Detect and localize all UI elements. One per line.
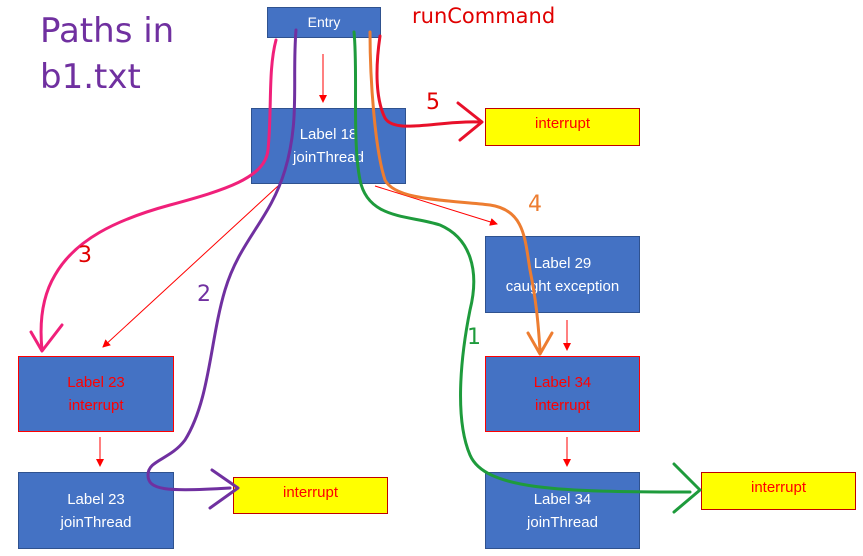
label18-node: Label 18 joinThread — [251, 108, 406, 184]
interrupt-terminal-right: interrupt — [701, 472, 856, 510]
path-number-4: 4 — [528, 192, 542, 217]
label34-interrupt-node: Label 34 interrupt — [485, 356, 640, 432]
path-5-arrowhead — [456, 101, 484, 142]
entry-node: Entry — [267, 7, 381, 38]
path-number-2: 2 — [197, 282, 211, 307]
label18-line1: Label 18 — [299, 126, 358, 143]
path-1-arrowhead — [672, 462, 702, 514]
label29-line1: Label 29 — [533, 254, 592, 272]
label34-interrupt-line1: Label 34 — [533, 374, 592, 391]
label34-interrupt-line2: interrupt — [534, 397, 591, 414]
interrupt-terminal-top: interrupt — [485, 108, 640, 146]
label34-join-line1: Label 34 — [533, 490, 592, 508]
interrupt-terminal-left: interrupt — [233, 477, 388, 514]
label23-interrupt-node: Label 23 interrupt — [18, 356, 174, 432]
label23-interrupt-line1: Label 23 — [67, 374, 125, 391]
label34-join-node: Label 34 joinThread — [485, 472, 640, 549]
label18-line2: joinThread — [293, 149, 364, 166]
label34-join-line2: joinThread — [527, 513, 598, 531]
interrupt-terminal-top-label: interrupt — [534, 115, 591, 132]
label23-join-line1: Label 23 — [67, 490, 125, 508]
path-number-5: 5 — [426, 90, 440, 115]
interrupt-terminal-left-label: interrupt — [282, 484, 339, 501]
label23-interrupt-line2: interrupt — [68, 397, 124, 414]
diagram-title: Paths in b1.txt — [40, 11, 175, 97]
label23-join-line2: joinThread — [60, 513, 132, 531]
edge-label18-to-label23 — [102, 185, 279, 348]
label29-line2: caught exception — [505, 277, 620, 295]
path-3-arrowhead — [29, 323, 64, 353]
entry-node-label: Entry — [307, 14, 341, 30]
path-4-arrowhead — [526, 331, 554, 356]
edge-label18-to-label29 — [374, 185, 498, 226]
path-number-1: 1 — [467, 325, 481, 350]
method-name-label: runCommand — [412, 4, 556, 28]
label29-node: Label 29 caught exception — [485, 236, 640, 313]
label23-join-node: Label 23 joinThread — [18, 472, 174, 549]
path-number-3: 3 — [78, 243, 92, 268]
interrupt-terminal-right-label: interrupt — [750, 479, 807, 496]
